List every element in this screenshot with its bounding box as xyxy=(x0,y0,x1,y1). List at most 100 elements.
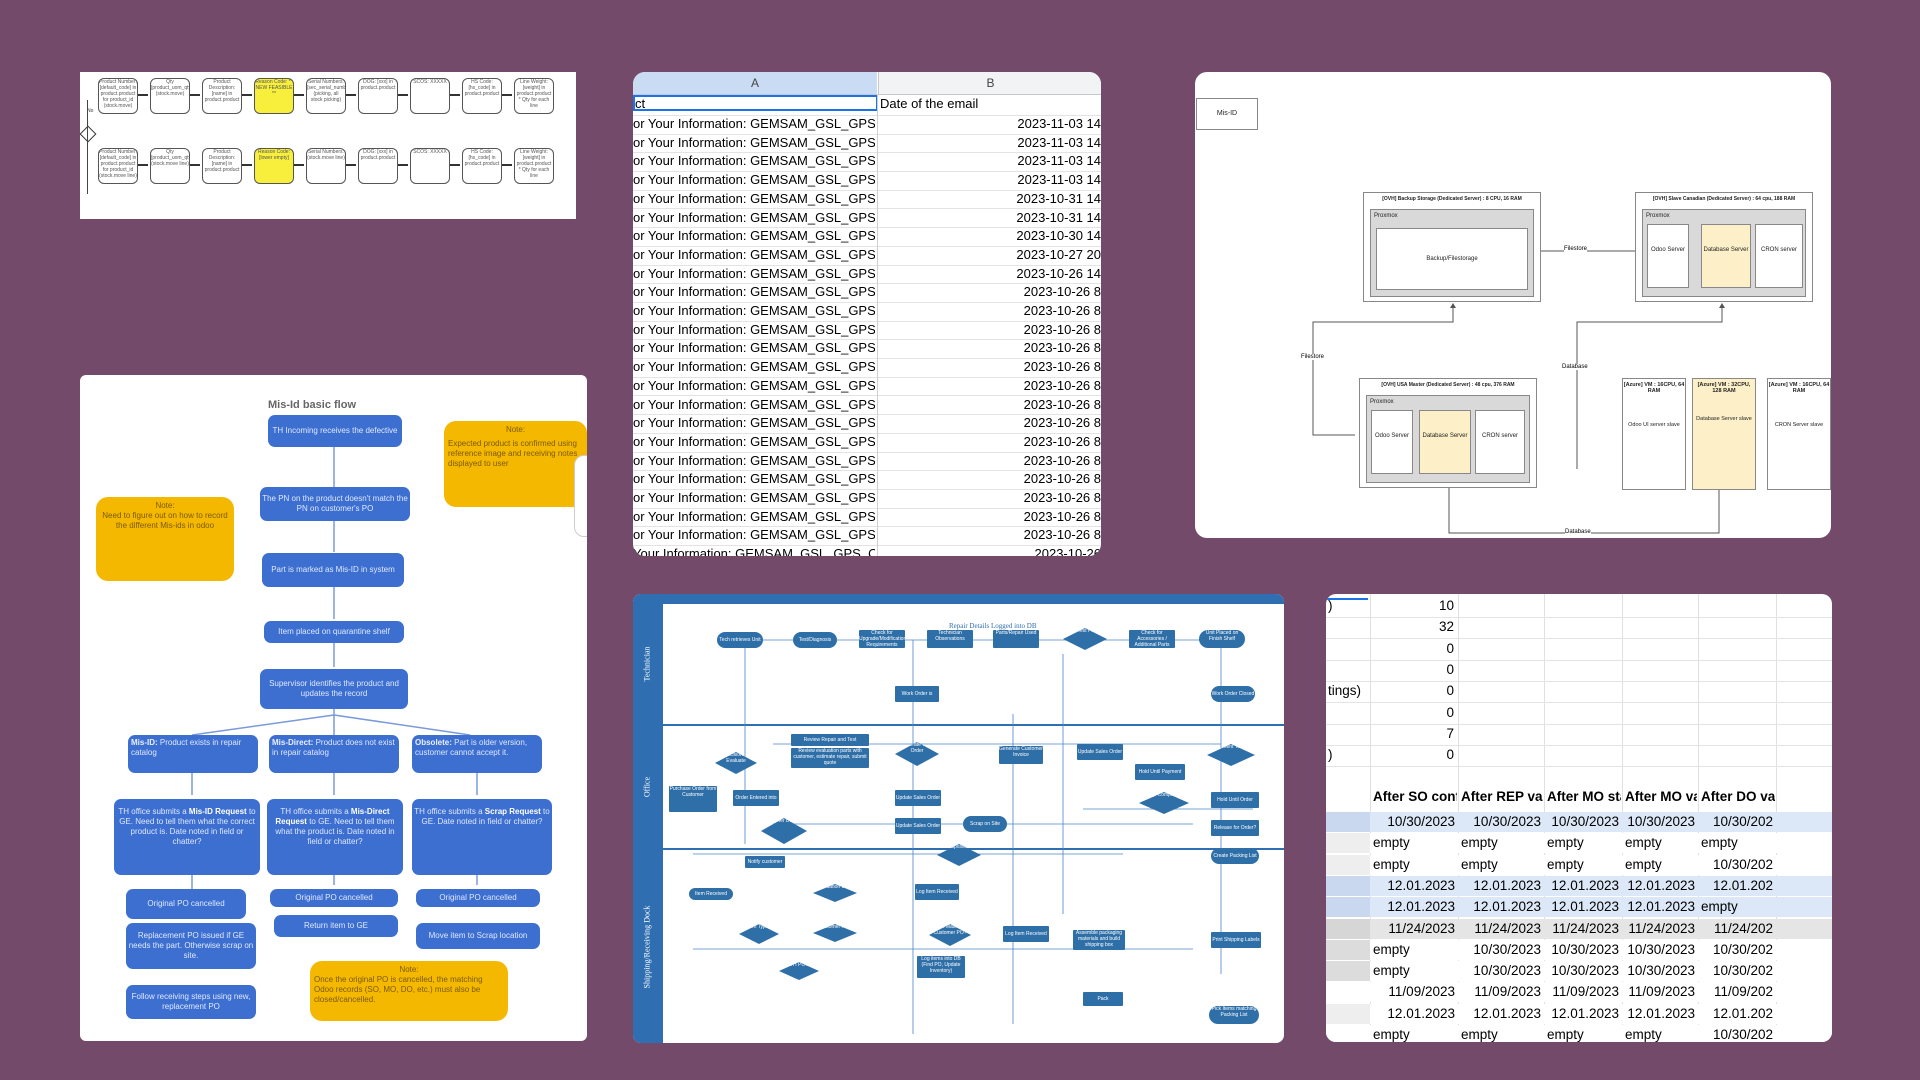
date-cell[interactable]: 11/24/2023 xyxy=(1552,920,1619,936)
subject-cell[interactable]: or Your Information: GEMSAM_GSL_GPS_OU xyxy=(633,508,875,524)
date-cell[interactable]: 10/30/202 xyxy=(1712,963,1773,979)
table-row[interactable]: or Your Information: GEMSAM_GSL_GPS_OU20… xyxy=(633,321,1101,341)
value-cell[interactable]: 0 xyxy=(1446,747,1454,763)
table-row[interactable]: or Your Information: GEMSAM_GSL_GPS_OU 20… xyxy=(633,115,1101,135)
table-row[interactable]: or Your Information: GEMSAM_GSL_GPS_OU20… xyxy=(633,414,1101,434)
date-cell[interactable]: 2023-10-26 8 xyxy=(1023,284,1101,300)
date-cell[interactable]: 12.01.2023 xyxy=(1473,899,1541,915)
date-cell[interactable]: 10/30/202 xyxy=(1712,856,1773,872)
date-cell[interactable]: 12.01.202 xyxy=(1712,877,1773,893)
date-cell[interactable]: 11/24/2023 xyxy=(1388,920,1455,936)
date-cell[interactable]: empty xyxy=(1547,1027,1584,1042)
subject-cell[interactable]: or Your Information: GEMSAM_GSL_GPS_OU xyxy=(633,490,875,505)
date-cell[interactable]: 10/30/2023 xyxy=(1551,963,1619,979)
date-cell[interactable]: 10/30/202 xyxy=(1712,814,1773,829)
misid-flow-thumbnail[interactable]: Mis-Id basic flow TH Incoming receives t… xyxy=(80,375,587,1041)
date-cell[interactable]: empty xyxy=(1701,835,1738,851)
date-cell[interactable]: empty xyxy=(1625,1027,1662,1042)
table-row[interactable]: or Your Information: GEMSAM_GSL_GPS_OU20… xyxy=(633,508,1101,528)
date-cell[interactable]: 2023-10-26 8 xyxy=(1023,527,1101,543)
date-cell[interactable]: 12.01.2023 xyxy=(1551,1005,1619,1021)
value-cell[interactable]: 0 xyxy=(1446,661,1454,677)
subject-cell[interactable]: or Your Information: GEMSAM_GSL_GPS_OU xyxy=(633,172,875,188)
table-row[interactable]: or Your Information: GEMSAM_GSL_GPS_OU 20… xyxy=(633,377,1101,397)
date-cell[interactable]: 12.01.2023 xyxy=(1387,1005,1455,1021)
date-cell[interactable]: 12.01.2023 xyxy=(1627,1005,1695,1021)
value-cell[interactable]: 0 xyxy=(1446,683,1454,699)
subject-cell[interactable]: or Your Information: GEMSAM_GSL_GPS_OU xyxy=(633,396,875,412)
date-cell[interactable]: 10/30/2023 xyxy=(1473,963,1541,979)
date-cell[interactable]: 2023-10-26 xyxy=(1034,546,1102,556)
table-row[interactable]: or Your Information: GEMSAM_GSL_GPS_OU20… xyxy=(633,489,1101,509)
table-row[interactable]: or Your Information: GEMSAM_GSL_GPS_OU20… xyxy=(633,358,1101,378)
date-cell[interactable]: 11/09/2023 xyxy=(1388,984,1455,1000)
process-flow-thumbnail[interactable]: Product Number: [default_code] in produc… xyxy=(80,72,576,219)
row-label-cell[interactable]: tings) xyxy=(1328,683,1362,699)
subject-cell[interactable]: or Your Information: GEMSAM_GSL_GPS_OU xyxy=(633,116,875,131)
date-cell[interactable]: 12.01.202 xyxy=(1712,1005,1773,1021)
table-row[interactable]: or Your Information: GEMSAM_GSL_GPS_OU 20… xyxy=(633,470,1101,490)
table-row[interactable]: or Your Information: GEMSAM_GSL_GPS_OU 20… xyxy=(633,283,1101,303)
date-cell[interactable]: 10/30/2023 xyxy=(1627,814,1695,829)
date-cell[interactable]: empty xyxy=(1625,835,1662,851)
spreadsheet-emails-thumbnail[interactable]: A B ct Date of the email or Your Informa… xyxy=(633,72,1101,556)
date-cell[interactable]: 10/30/2023 xyxy=(1473,941,1541,957)
date-cell[interactable]: 2023-11-03 14 xyxy=(1017,134,1101,150)
date-cell[interactable]: empty xyxy=(1547,856,1584,872)
subject-cell[interactable]: or Your Information: GEMSAM_GSL_GPS_OU xyxy=(633,209,875,225)
date-cell[interactable]: empty xyxy=(1373,941,1410,957)
subject-cell[interactable]: or Your Information: GEMSAM_GSL_GPS_OU xyxy=(633,153,875,169)
date-cell[interactable]: 2023-11-03 14 xyxy=(1017,116,1101,131)
header-cell-b[interactable]: Date of the email xyxy=(880,96,979,111)
subject-cell[interactable]: or Your Information: GEMSAM_GSL_GPS_OU xyxy=(633,265,875,281)
date-cell[interactable]: 2023-10-31 14 xyxy=(1016,190,1101,206)
row-label-cell[interactable]: ) xyxy=(1328,598,1333,613)
table-row[interactable]: or Your Information: GEMSAM_GSL_GPS_OU20… xyxy=(633,302,1101,322)
date-cell[interactable]: 12.01.2023 xyxy=(1387,899,1455,915)
table-row[interactable]: or Your Information: GEMSAM_GSL_GPS_OU 20… xyxy=(633,265,1101,285)
date-cell[interactable]: empty xyxy=(1461,1027,1498,1042)
date-cell[interactable]: empty xyxy=(1547,835,1584,851)
date-cell[interactable]: 12.01.2023 xyxy=(1551,899,1619,915)
table-row[interactable]: or Your Information: GEMSAM_GSL_GPS_OU 20… xyxy=(633,152,1101,173)
date-cell[interactable]: 11/24/2023 xyxy=(1474,920,1541,936)
date-cell[interactable]: empty xyxy=(1701,899,1738,915)
subject-cell[interactable]: or Your Information: GEMSAM_GSL_GPS_OU xyxy=(633,527,875,543)
date-cell[interactable]: 2023-10-26 8 xyxy=(1023,359,1101,375)
subject-cell[interactable]: or Your Information: GEMSAM_GSL_GPS_OU xyxy=(633,190,875,206)
date-cell[interactable]: 12.01.2023 xyxy=(1387,877,1455,893)
table-row[interactable]: or Your Information: GEMSAM_GSL_GPS_OU20… xyxy=(633,171,1101,191)
date-cell[interactable]: 10/30/202 xyxy=(1712,941,1773,957)
date-cell[interactable]: 2023-10-26 8 xyxy=(1023,377,1101,393)
table-row[interactable]: or Your Information: GEMSAM_GSL_GPS_OU 20… xyxy=(633,396,1101,416)
date-cell[interactable]: empty xyxy=(1373,1027,1410,1042)
date-cell[interactable]: empty xyxy=(1625,856,1662,872)
date-cell[interactable]: 2023-10-26 8 xyxy=(1023,471,1101,487)
table-row[interactable]: or Your Information: GEMSAM_GSL_GPS_OU 20… xyxy=(633,526,1101,547)
date-cell[interactable]: 12.01.2023 xyxy=(1627,877,1695,893)
subject-cell[interactable]: or Your Information: GEMSAM_GSL_GPS_OU xyxy=(633,452,875,468)
value-cell[interactable]: 10 xyxy=(1438,598,1454,613)
date-cell[interactable]: 10/30/2023 xyxy=(1387,814,1455,829)
date-cell[interactable]: 11/09/2023 xyxy=(1474,984,1541,1000)
date-cell[interactable]: 2023-10-26 8 xyxy=(1023,396,1101,412)
date-cell[interactable]: 11/09/202 xyxy=(1713,984,1773,1000)
date-cell[interactable]: 2023-11-03 14 xyxy=(1017,153,1101,169)
date-cell[interactable]: 10/30/2023 xyxy=(1473,814,1541,829)
subject-cell[interactable]: or Your Information: GEMSAM_GSL_GPS_OU xyxy=(633,471,875,487)
value-cell[interactable]: 0 xyxy=(1446,704,1454,720)
table-row[interactable]: or Your Information: GEMSAM_GSL_GPS_OU20… xyxy=(633,433,1101,453)
subject-cell[interactable]: or Your Information: GEMSAM_GSL_GPS_OU xyxy=(633,321,875,337)
date-cell[interactable]: 2023-10-27 20 xyxy=(1016,246,1101,262)
subject-cell[interactable]: or Your Information: GEMSAM_GSL_GPS_OU xyxy=(633,134,875,150)
date-cell[interactable]: 2023-10-26 8 xyxy=(1023,452,1101,468)
column-header[interactable]: After MO valida xyxy=(1625,789,1697,804)
column-header[interactable]: After DO valic xyxy=(1701,789,1775,804)
infrastructure-diagram-thumbnail[interactable]: Mis-ID Filestore Filestore Database Data… xyxy=(1195,72,1831,538)
date-cell[interactable]: 2023-10-26 14 xyxy=(1016,265,1101,281)
subject-cell[interactable]: or Your Information: GEMSAM_GSL_GPS_OU xyxy=(633,377,875,393)
subject-cell[interactable]: or Your Information: GEMSAM_GSL_GPS_OU xyxy=(633,284,875,300)
subject-cell[interactable]: or Your Information: GEMSAM_GSL_GPS_OU xyxy=(633,433,875,449)
